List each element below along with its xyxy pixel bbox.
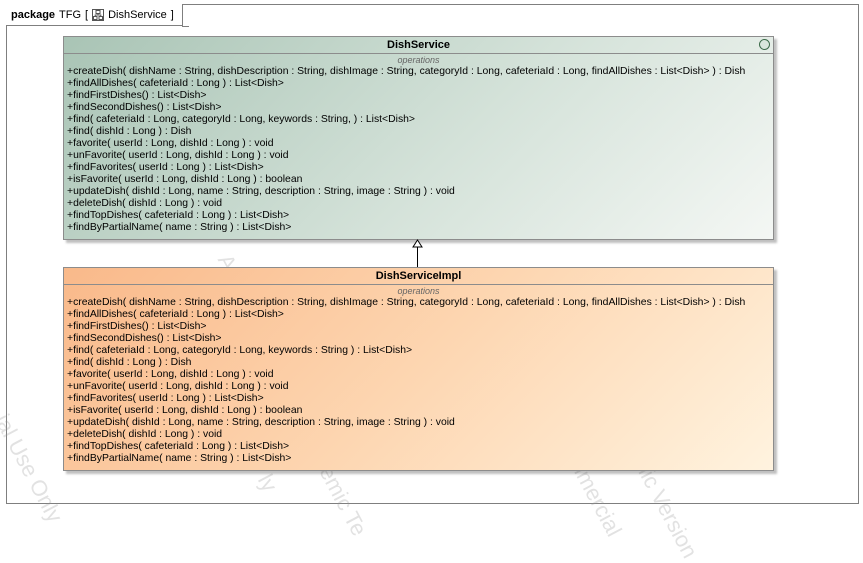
operation-item[interactable]: +deleteDish( dishId : Long ) : void [67, 429, 223, 440]
operation-item[interactable]: +findAllDishes( cafeteriaId : Long ) : L… [67, 309, 284, 320]
operation-item[interactable]: +findSecondDishes() : List<Dish> [67, 102, 222, 113]
frame-open-bracket: [ [85, 8, 89, 21]
frame-diagram-name: DishService [108, 8, 167, 21]
operation-item[interactable]: +findTopDishes( cafeteriaId : Long ) : L… [67, 210, 290, 221]
class-title: DishServiceImpl [64, 268, 773, 285]
operation-item[interactable]: +updateDish( dishId : Long, name : Strin… [67, 186, 455, 197]
operation-item[interactable]: +unFavorite( userId : Long, dishId : Lon… [67, 150, 289, 161]
operation-item[interactable]: +findFavorites( userId : Long ) : List<D… [67, 162, 264, 173]
operation-item[interactable]: +find( cafeteriaId : Long, categoryId : … [67, 345, 413, 356]
frame-package-name: TFG [59, 8, 82, 21]
frame-close-bracket: ] [170, 8, 174, 21]
operation-item[interactable]: +findTopDishes( cafeteriaId : Long ) : L… [67, 441, 290, 452]
operation-item[interactable]: +createDish( dishName : String, dishDesc… [67, 66, 746, 77]
operation-item[interactable]: +findFirstDishes() : List<Dish> [67, 90, 207, 101]
operations-list: +createDish( dishName : String, dishDesc… [64, 66, 773, 234]
operation-item[interactable]: +find( dishId : Long ) : Dish [67, 126, 192, 137]
class-title: DishService [64, 37, 773, 54]
interface-name: DishService [387, 39, 450, 51]
realization-arrow-icon [412, 239, 423, 267]
operation-item[interactable]: +findFavorites( userId : Long ) : List<D… [67, 393, 264, 404]
operation-item[interactable]: +favorite( userId : Long, dishId : Long … [67, 138, 274, 149]
operation-item[interactable]: +findSecondDishes() : List<Dish> [67, 333, 222, 344]
operations-compartment-label: operations [397, 55, 440, 65]
operation-item[interactable]: +findByPartialName( name : String ) : Li… [67, 453, 292, 464]
operation-item[interactable]: +createDish( dishName : String, dishDesc… [67, 297, 746, 308]
operation-item[interactable]: +isFavorite( userId : Long, dishId : Lon… [67, 405, 303, 416]
operation-item[interactable]: +find( cafeteriaId : Long, categoryId : … [67, 114, 415, 125]
operation-item[interactable]: +favorite( userId : Long, dishId : Long … [67, 369, 274, 380]
interface-lollipop-icon [759, 39, 770, 50]
operations-compartment-label: operations [397, 286, 440, 296]
class-diagram-icon [92, 8, 105, 21]
frame-keyword: package [11, 8, 56, 21]
operation-item[interactable]: +findByPartialName( name : String ) : Li… [67, 222, 292, 233]
class-name: DishServiceImpl [375, 270, 462, 282]
operation-item[interactable]: +updateDish( dishId : Long, name : Strin… [67, 417, 455, 428]
dishserviceimpl-class-box[interactable]: DishServiceImpl operations +createDish( … [63, 267, 774, 471]
frame-header: package TFG [ DishService ] [6, 4, 189, 27]
operations-list: +createDish( dishName : String, dishDesc… [64, 297, 773, 465]
operation-item[interactable]: +isFavorite( userId : Long, dishId : Lon… [67, 174, 303, 185]
operation-item[interactable]: +deleteDish( dishId : Long ) : void [67, 198, 223, 209]
operation-item[interactable]: +unFavorite( userId : Long, dishId : Lon… [67, 381, 289, 392]
operation-item[interactable]: +findAllDishes( cafeteriaId : Long ) : L… [67, 78, 284, 89]
operation-item[interactable]: +findFirstDishes() : List<Dish> [67, 321, 207, 332]
dishservice-interface-box[interactable]: DishService operations +createDish( dish… [63, 36, 774, 240]
operation-item[interactable]: +find( dishId : Long ) : Dish [67, 357, 192, 368]
